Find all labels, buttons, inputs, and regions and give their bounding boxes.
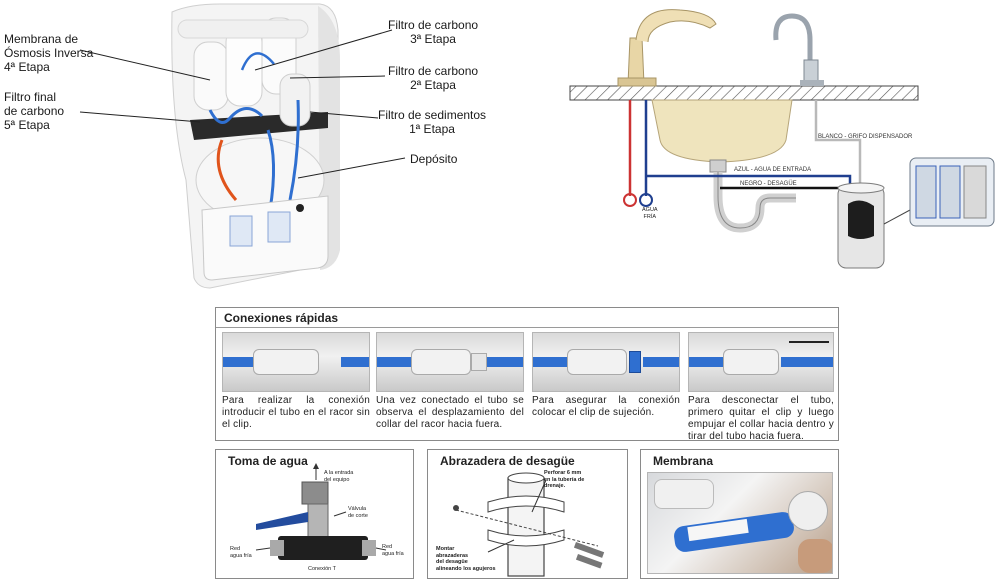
drain-clamp-illustration	[453, 472, 605, 577]
label-carbon-3: Filtro de carbono 3ª Etapa	[388, 18, 479, 46]
quick-connect-step-3: Para asegurar la conexión colocar el cli…	[532, 332, 680, 419]
label-cold-water: AGUA FRÍA	[642, 207, 658, 220]
quick-connect-step-2: Una vez conectado el tubo se observa el …	[376, 332, 524, 431]
drain-clamp-panel: Abrazadera de desagüe Perforar 6 mm en l…	[427, 449, 628, 579]
drain-clamp-title: Abrazadera de desagüe	[440, 454, 575, 468]
step-1-caption: Para realizar la conexión introducir el …	[222, 395, 370, 430]
membrane-panel: Membrana	[640, 449, 839, 579]
intake-cold-left-label: Red agua fría	[230, 546, 252, 559]
label-tank: Depósito	[410, 152, 458, 166]
clamp-drill-label: Perforar 6 mm en la tubería de drenaje.	[544, 470, 585, 489]
water-intake-title: Toma de agua	[228, 454, 308, 468]
step-2-photo	[376, 332, 524, 392]
label-black-line: NEGRO - DESAGÜE	[740, 181, 797, 187]
step-4-caption: Para desconectar el tubo, primero quitar…	[688, 395, 834, 442]
unit-leader-lines	[79, 29, 406, 179]
membrane-photo	[647, 472, 833, 574]
membrane-title: Membrana	[653, 454, 714, 468]
intake-tee-label: Conexión T	[308, 566, 337, 572]
step-3-caption: Para asegurar la conexión colocar el cli…	[532, 395, 680, 418]
intake-cold-right-label: Red agua fría	[382, 544, 404, 557]
clamp-mount-label: Montar abrazaderas del desagüe alineando…	[436, 546, 496, 572]
quick-connect-title: Conexiones rápidas	[224, 311, 339, 325]
label-final-carbon: Filtro final de carbono 5ª Etapa	[4, 90, 65, 132]
quick-connect-step-4: Para desconectar el tubo, primero quitar…	[688, 332, 834, 443]
installation-diagram	[569, 9, 995, 269]
step-2-caption: Una vez conectado el tubo se observa el …	[376, 395, 524, 430]
intake-valve-label: Válvula de corte	[348, 506, 368, 519]
intake-inlet-label: A la entrada del equipo	[324, 470, 354, 483]
label-membrane: Membrana de Ósmosis Inversa 4ª Etapa	[4, 32, 94, 74]
label-sediment-1: Filtro de sedimentos 1ª Etapa	[378, 108, 487, 136]
step-3-photo	[532, 332, 680, 392]
quick-connect-step-1: Para realizar la conexión introducir el …	[222, 332, 370, 431]
label-white-line: BLANCO - GRIFO DISPENSADOR	[818, 134, 913, 140]
ro-unit-illustration	[171, 3, 340, 289]
step-4-photo	[688, 332, 834, 392]
water-intake-valve-illustration	[255, 463, 387, 560]
water-intake-panel: Toma de agua A la entrada del equipo Vál…	[215, 449, 414, 579]
step-1-photo	[222, 332, 370, 392]
label-carbon-2: Filtro de carbono 2ª Etapa	[388, 64, 479, 92]
quick-connect-panel: Conexiones rápidas Para realizar la cone…	[215, 307, 839, 443]
label-blue-line: AZUL - AGUA DE ENTRADA	[734, 167, 812, 173]
